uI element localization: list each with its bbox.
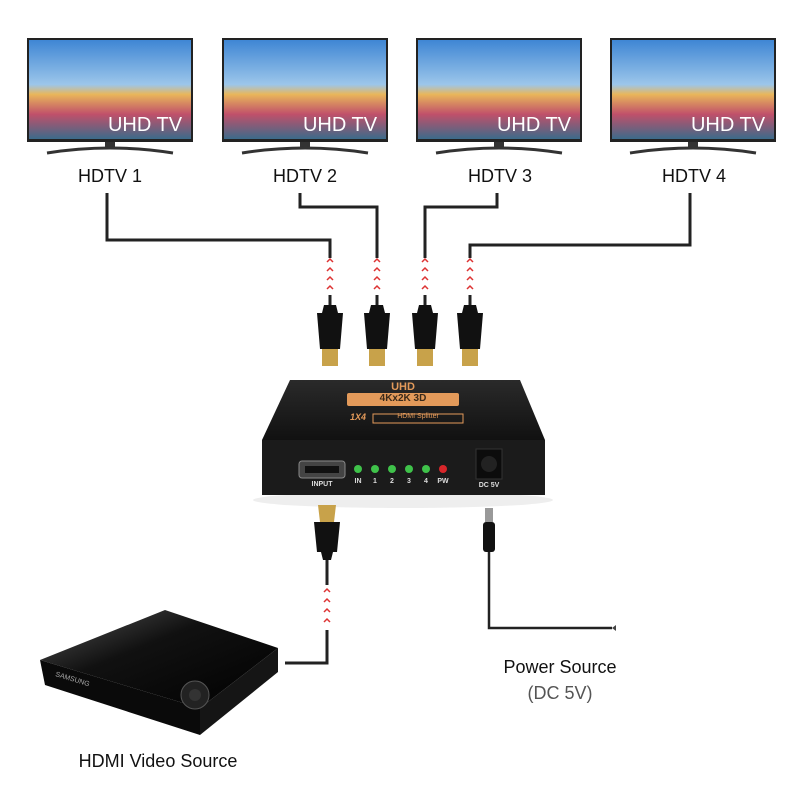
led-label-2: 2 xyxy=(390,478,394,485)
tv-screen xyxy=(612,40,774,139)
led-4 xyxy=(422,465,430,473)
led-3 xyxy=(405,465,413,473)
power-source-sublabel: (DC 5V) xyxy=(527,683,593,703)
arrow-up-icon xyxy=(373,257,381,263)
arrow-up-icon xyxy=(466,284,474,290)
splitter-brand: UHD xyxy=(391,381,415,393)
tv-3 xyxy=(416,38,582,155)
splitter-resolution: 4Kx2K 3D xyxy=(379,393,427,404)
arrow-up-icon xyxy=(421,284,429,290)
tv-label-4: HDTV 4 xyxy=(661,166,727,186)
led-2 xyxy=(388,465,396,473)
dc-port-label: DC 5V xyxy=(478,482,500,489)
power-source-label: Power Source xyxy=(503,657,617,677)
output-cables xyxy=(105,193,692,258)
tv-1 xyxy=(27,38,193,155)
hdmi-connector-out-1 xyxy=(317,257,343,366)
power-cable xyxy=(483,508,616,631)
hdmi-connector-out-2 xyxy=(364,257,390,366)
arrow-up-icon xyxy=(373,284,381,290)
tv-2 xyxy=(222,38,388,155)
tv-label-2: HDTV 2 xyxy=(272,166,338,186)
tv-screen-text-2: UHD TV xyxy=(302,114,378,136)
led-pw xyxy=(439,465,447,473)
arrow-up-icon xyxy=(421,275,429,281)
tv-screen xyxy=(224,40,386,139)
led-in xyxy=(354,465,362,473)
hdmi-connector-out-4 xyxy=(457,257,483,366)
tv-screen xyxy=(418,40,580,139)
arrow-up-icon xyxy=(323,607,331,613)
hdmi-splitter xyxy=(253,380,553,508)
arrow-up-icon xyxy=(323,617,331,623)
hdmi-connector-out-3 xyxy=(412,257,438,366)
input-cable xyxy=(285,505,340,665)
splitter-model: 1X4 xyxy=(349,412,367,422)
blu-ray-player: SAMSUNG xyxy=(40,610,278,735)
led-label-3: 3 xyxy=(407,478,411,485)
splitter-model-desc: HDMI Splitter xyxy=(397,413,439,420)
arrow-up-icon xyxy=(326,275,334,281)
arrow-up-icon xyxy=(323,587,331,593)
arrow-up-icon xyxy=(326,266,334,272)
input-port-label: INPUT xyxy=(311,481,333,488)
tv-label-3: HDTV 3 xyxy=(467,166,533,186)
led-label-4: 4 xyxy=(424,478,428,485)
arrow-up-icon xyxy=(421,266,429,272)
tv-screen-text-1: UHD TV xyxy=(107,114,183,136)
arrow-up-icon xyxy=(323,597,331,603)
tv-4 xyxy=(610,38,776,155)
arrow-up-icon xyxy=(373,266,381,272)
video-source-label: HDMI Video Source xyxy=(78,751,238,771)
arrow-up-icon xyxy=(421,257,429,263)
led-label-in: IN xyxy=(354,478,362,485)
arrow-up-icon xyxy=(373,275,381,281)
resolution-badge xyxy=(347,393,459,406)
led-1 xyxy=(371,465,379,473)
tv-screen-text-3: UHD TV xyxy=(496,114,572,136)
led-label-1: 1 xyxy=(373,478,377,485)
arrow-up-icon xyxy=(466,257,474,263)
arrow-up-icon xyxy=(326,257,334,263)
arrow-up-icon xyxy=(466,275,474,281)
tv-screen-text-4: UHD TV xyxy=(690,114,766,136)
tv-label-1: HDTV 1 xyxy=(77,166,143,186)
arrow-up-icon xyxy=(466,266,474,272)
arrow-up-icon xyxy=(326,284,334,290)
tv-screen xyxy=(29,40,191,139)
led-label-pw: PW xyxy=(437,478,449,485)
